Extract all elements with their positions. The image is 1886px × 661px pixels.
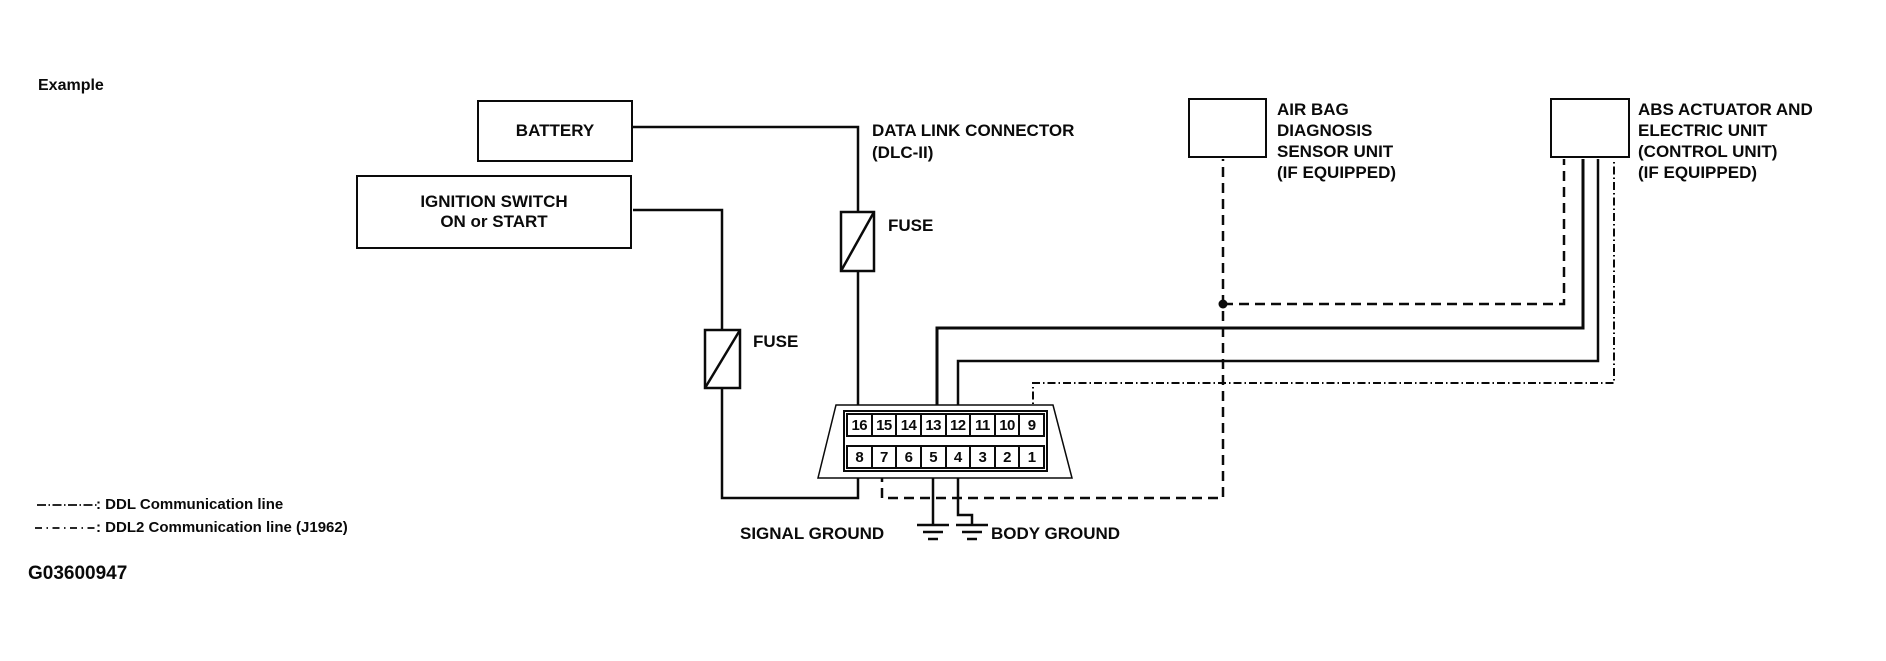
fuse-ignition-label: FUSE — [753, 332, 799, 351]
figure-id: G03600947 — [28, 563, 128, 584]
legend-ddl-label: : DDL Communication line — [96, 496, 284, 513]
pin-8: 8 — [846, 445, 873, 469]
pin-9: 9 — [1018, 413, 1045, 437]
battery-box: BATTERY — [477, 100, 633, 162]
battery-label: BATTERY — [515, 121, 595, 140]
wire-fuse-to-pin8 — [720, 388, 860, 500]
junction-dot — [1218, 299, 1228, 309]
airbag-unit-box — [1188, 98, 1267, 158]
abs-unit-label: ABS ACTUATOR AND ELECTRIC UNIT (CONTROL … — [1638, 100, 1813, 182]
body-ground-icon — [956, 523, 988, 541]
pin-5: 5 — [919, 445, 947, 469]
wire-pin4-to-body-ground — [956, 470, 974, 524]
pin-12: 12 — [944, 413, 972, 437]
legend-ddl2-label: : DDL2 Communication line (J1962) — [96, 519, 348, 536]
pin-10: 10 — [993, 413, 1021, 437]
pin-15: 15 — [870, 413, 898, 437]
wire-ddl2-branch-to-abs — [1223, 159, 1566, 306]
body-ground-label: BODY GROUND — [991, 524, 1121, 543]
signal-ground-label: SIGNAL GROUND — [740, 524, 885, 543]
pin-7: 7 — [870, 445, 898, 469]
pin-3: 3 — [969, 445, 996, 469]
pin-1: 1 — [1018, 445, 1045, 469]
pin-2: 2 — [993, 445, 1021, 469]
fuse-battery-icon — [839, 210, 876, 273]
dlc-pin-row-bottom: 8 7 6 5 4 3 2 1 — [846, 445, 1045, 469]
wire-battery-to-fuse — [633, 125, 860, 213]
dlc-label: DATA LINK CONNECTOR (DLC-II) — [872, 121, 1075, 162]
fuse-battery-label: FUSE — [888, 216, 934, 235]
wire-ddl2-pin7-to-airbag — [880, 159, 1225, 500]
pin-14: 14 — [895, 413, 922, 437]
ignition-label-line1: IGNITION SWITCH — [420, 192, 568, 211]
pin-6: 6 — [895, 445, 922, 469]
airbag-unit-label: AIR BAG DIAGNOSIS SENSOR UNIT (IF EQUIPP… — [1277, 100, 1397, 182]
pin-4: 4 — [944, 445, 972, 469]
signal-ground-icon — [917, 523, 949, 541]
pin-16: 16 — [846, 413, 873, 437]
pin-13: 13 — [919, 413, 947, 437]
fuse-ignition-icon — [703, 328, 742, 390]
wire-pin12-to-abs — [956, 159, 1600, 415]
wire-ddl-pin9-to-abs — [1032, 159, 1615, 415]
abs-unit-box — [1550, 98, 1630, 158]
dlc-pin-grid: 16 15 14 13 12 11 10 9 8 7 6 5 4 3 2 1 — [843, 410, 1048, 472]
dlc-pin-row-top: 16 15 14 13 12 11 10 9 — [846, 413, 1045, 437]
wire-pin13-to-abs — [935, 159, 1585, 415]
pin-11: 11 — [969, 413, 996, 437]
ignition-label-line2: ON or START — [440, 212, 548, 231]
ignition-switch-box: IGNITION SWITCH ON or START — [356, 175, 632, 249]
example-label: Example — [38, 77, 104, 94]
wire-ignition-to-fuse — [633, 208, 724, 330]
